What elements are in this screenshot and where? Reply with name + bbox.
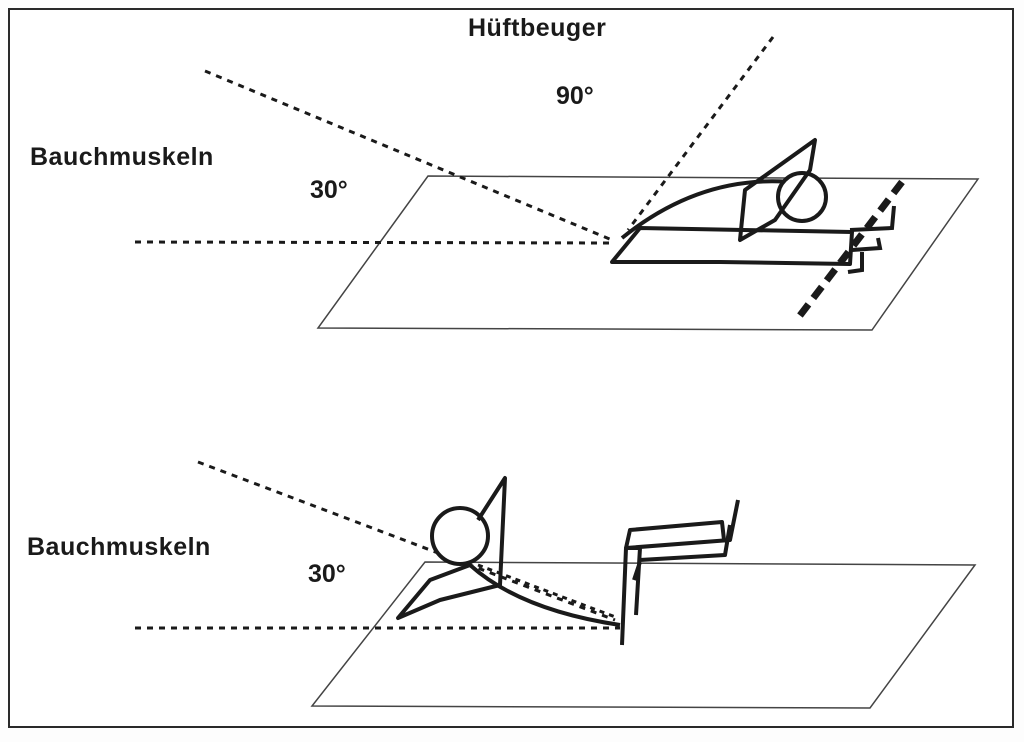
top-head-circle — [776, 171, 828, 223]
bottom-abdominals-label: Bauchmuskeln — [27, 533, 211, 561]
top-thick-dashed-line — [795, 179, 905, 321]
bottom-torso-dotted — [477, 563, 619, 620]
top-arm-outline — [738, 138, 817, 242]
top-30-degree-label: 30° — [310, 176, 348, 204]
top-horizontal-reference-line — [134, 240, 613, 245]
bottom-30-degree-line — [197, 460, 616, 622]
bottom-arm-outline — [396, 476, 507, 620]
top-30-degree-line — [204, 69, 613, 242]
top-torso-outline — [610, 226, 854, 266]
bottom-floor-plane — [310, 561, 977, 709]
diagram-frame — [8, 8, 1014, 728]
bottom-torso-curve — [468, 563, 621, 627]
bottom-30-degree-label: 30° — [308, 560, 346, 588]
bottom-legs-outline — [620, 499, 740, 646]
top-abdominals-label: Bauchmuskeln — [30, 143, 214, 171]
hip-flexor-label: Hüftbeuger — [468, 14, 607, 42]
bottom-panel — [135, 460, 977, 709]
bottom-knee-box — [624, 520, 726, 549]
top-panel — [134, 36, 980, 331]
top-floor-plane — [316, 175, 980, 331]
top-90-degree-line — [626, 36, 775, 231]
top-90-degree-label: 90° — [556, 82, 594, 110]
top-leg-arc — [620, 179, 791, 240]
bottom-head-circle — [430, 506, 490, 566]
top-support-bars — [847, 205, 896, 274]
